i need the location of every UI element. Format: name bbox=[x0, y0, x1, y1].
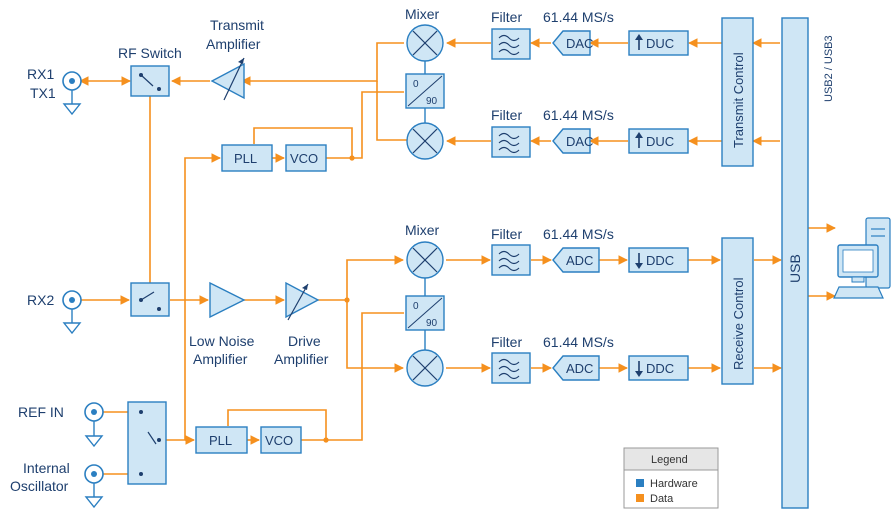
phase-shifter-rx: 0 90 bbox=[405, 278, 445, 350]
vco-label: VCO bbox=[265, 433, 293, 448]
pll-label: PLL bbox=[234, 151, 257, 166]
internal-oscillator-label: Oscillator bbox=[10, 478, 69, 494]
rx2-label: RX2 bbox=[27, 292, 54, 308]
drive-amplifier-icon bbox=[285, 281, 320, 321]
duc-label: DUC bbox=[646, 36, 674, 51]
filter-block bbox=[491, 244, 531, 276]
low-noise-amplifier-icon bbox=[209, 281, 246, 319]
filter-block bbox=[491, 126, 531, 158]
adc-block: ADC bbox=[552, 355, 600, 381]
dac-block: DAC bbox=[552, 30, 593, 56]
dac-block: DAC bbox=[552, 128, 593, 154]
duc-block: DUC bbox=[628, 128, 689, 154]
low-noise-amplifier-label: Low Noise bbox=[189, 333, 255, 349]
vco-block: VCO bbox=[260, 426, 302, 454]
filter-label: Filter bbox=[491, 334, 522, 350]
mixer-rx-bottom-icon bbox=[406, 349, 444, 387]
tx1-label: TX1 bbox=[30, 85, 56, 101]
hardware-blocks: 0 90 0 90 bbox=[62, 17, 891, 509]
filter-label: Filter bbox=[491, 226, 522, 242]
transmit-amplifier-label: Transmit bbox=[210, 17, 264, 33]
filter-label: Filter bbox=[491, 9, 522, 25]
legend-title: Legend bbox=[651, 454, 688, 466]
vco-block: VCO bbox=[285, 144, 327, 172]
rx1-tx1-connector-icon bbox=[62, 71, 82, 116]
ddc-label: DDC bbox=[646, 361, 674, 376]
pll-block: PLL bbox=[221, 144, 273, 172]
usb-block: USB bbox=[781, 17, 809, 509]
rx1-label: RX1 bbox=[27, 66, 54, 82]
transmit-amplifier-label: Amplifier bbox=[206, 36, 261, 52]
ddc-label: DDC bbox=[646, 253, 674, 268]
sample-rate-label: 61.44 MS/s bbox=[543, 334, 614, 350]
ref-in-label: REF IN bbox=[18, 404, 64, 420]
mixer-label: Mixer bbox=[405, 6, 440, 22]
drive-amplifier-label: Drive bbox=[288, 333, 321, 349]
ddc-block: DDC bbox=[628, 247, 689, 273]
sample-rate-label: 61.44 MS/s bbox=[543, 226, 614, 242]
adc-label: ADC bbox=[566, 253, 593, 268]
internal-oscillator-icon bbox=[84, 464, 104, 509]
dac-label: DAC bbox=[566, 134, 593, 149]
sample-rate-label: 61.44 MS/s bbox=[543, 107, 614, 123]
legend-swatch-hardware bbox=[636, 479, 644, 487]
pll-label: PLL bbox=[209, 433, 232, 448]
transmit-amplifier-icon bbox=[210, 57, 245, 101]
sample-rate-label: 61.44 MS/s bbox=[543, 9, 614, 25]
pll-block: PLL bbox=[195, 426, 248, 454]
drive-amplifier-label: Amplifier bbox=[274, 351, 329, 367]
duc-block: DUC bbox=[628, 30, 689, 56]
phase-shifter-tx: 0 90 bbox=[405, 61, 445, 123]
receive-control-label: Receive Control bbox=[731, 277, 746, 370]
legend-label-hardware: Hardware bbox=[650, 478, 698, 490]
rx2-switch-block bbox=[130, 282, 170, 317]
phase-90-label: 90 bbox=[426, 96, 438, 107]
mixer-tx-bottom-icon bbox=[406, 122, 444, 160]
vco-label: VCO bbox=[290, 151, 318, 166]
phase-0-label: 0 bbox=[413, 79, 419, 90]
phase-0-label: 0 bbox=[413, 301, 419, 312]
ddc-block: DDC bbox=[628, 355, 689, 381]
transmit-control-block: Transmit Control bbox=[721, 17, 754, 167]
legend-swatch-data bbox=[636, 494, 644, 502]
filter-block bbox=[491, 28, 531, 60]
computer-icon bbox=[833, 217, 891, 299]
dac-label: DAC bbox=[566, 36, 593, 51]
receive-control-block: Receive Control bbox=[721, 237, 754, 385]
low-noise-amplifier-label: Amplifier bbox=[193, 351, 248, 367]
adc-label: ADC bbox=[566, 361, 593, 376]
mixer-tx-top-icon bbox=[406, 24, 444, 62]
adc-block: ADC bbox=[552, 247, 600, 273]
text-labels: RX1 TX1 RF Switch Transmit Amplifier Mix… bbox=[10, 6, 614, 494]
phase-90-label: 90 bbox=[426, 318, 438, 329]
usb-version-label: USB2 / USB3 bbox=[823, 35, 835, 102]
data-flow-lines bbox=[79, 38, 836, 475]
ref-in-connector-icon bbox=[84, 402, 104, 448]
duc-label: DUC bbox=[646, 134, 674, 149]
rx2-connector-icon bbox=[62, 290, 82, 335]
reference-switch-block bbox=[127, 401, 167, 485]
filter-label: Filter bbox=[491, 107, 522, 123]
usb-label: USB bbox=[787, 254, 803, 283]
mixer-label: Mixer bbox=[405, 222, 440, 238]
rf-switch-label: RF Switch bbox=[118, 45, 182, 61]
internal-oscillator-label: Internal bbox=[23, 460, 70, 476]
rf-switch-block bbox=[130, 65, 170, 97]
transmit-control-label: Transmit Control bbox=[731, 52, 746, 148]
filter-block bbox=[491, 352, 531, 384]
legend-label-data: Data bbox=[650, 493, 674, 505]
legend: Legend Hardware Data bbox=[623, 447, 719, 509]
mixer-rx-top-icon bbox=[406, 241, 444, 279]
